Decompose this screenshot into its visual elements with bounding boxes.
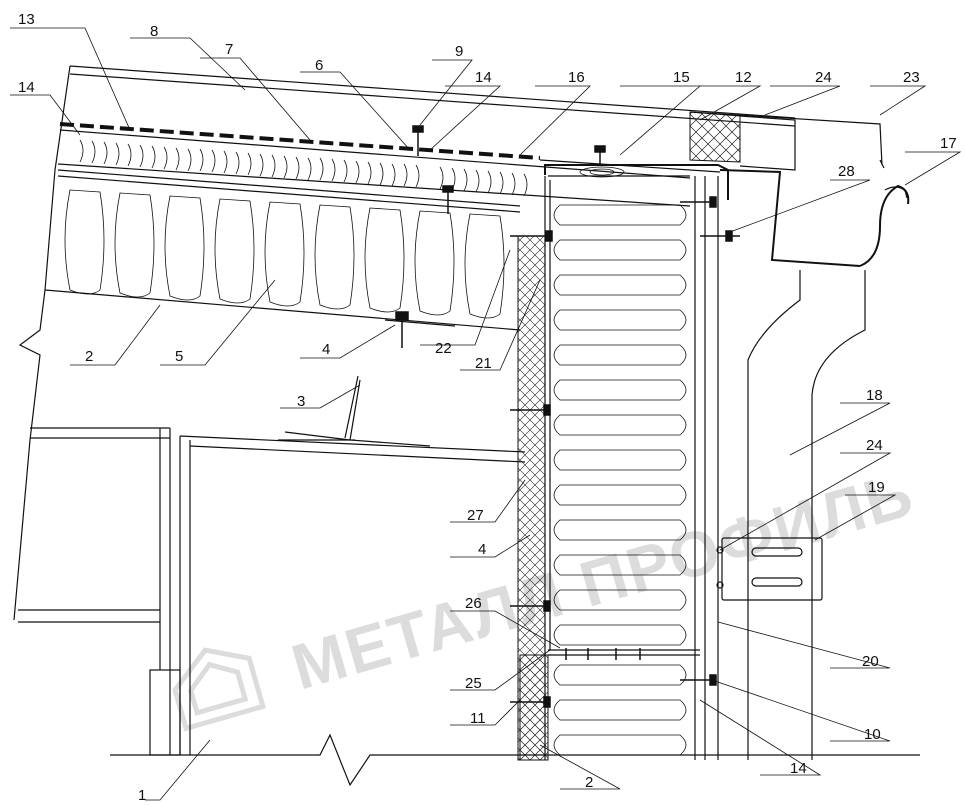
- callout-14-bottom: 14: [790, 760, 807, 777]
- callout-3: 3: [297, 393, 305, 410]
- callout-4-mid: 4: [478, 541, 486, 558]
- steel-frame: [18, 427, 526, 756]
- callout-7: 7: [225, 41, 233, 58]
- callout-8: 8: [150, 23, 158, 40]
- callout-17: 17: [940, 135, 957, 152]
- callout-12: 12: [735, 69, 752, 86]
- callout-5: 5: [175, 348, 183, 365]
- callout-26: 26: [465, 595, 482, 612]
- callout-14-top-left: 14: [18, 79, 35, 96]
- callout-27: 27: [467, 507, 484, 524]
- watermark-text: МЕТАЛЛ ПРОФИЛЬ: [284, 457, 922, 703]
- wall-assembly: [517, 175, 719, 761]
- callout-labels: 13 14 8 7 6 9 14 16 15 12 24 23 17 28 2 …: [18, 11, 957, 804]
- callout-6: 6: [315, 57, 323, 74]
- callout-10: 10: [864, 726, 881, 743]
- callout-4-top: 4: [322, 341, 330, 358]
- callout-24-top: 24: [815, 69, 832, 86]
- eave-gutter: [110, 111, 920, 787]
- roof-assembly: [13, 65, 796, 621]
- callout-25: 25: [465, 675, 482, 692]
- callout-18: 18: [866, 387, 883, 404]
- callout-21: 21: [475, 355, 492, 372]
- callout-23: 23: [903, 69, 920, 86]
- fasteners: [395, 125, 740, 708]
- callout-13: 13: [18, 11, 35, 28]
- callout-2-bottom: 2: [585, 774, 593, 791]
- callout-14-top: 14: [475, 69, 492, 86]
- purlin: [278, 319, 456, 447]
- callout-15: 15: [673, 69, 690, 86]
- callout-24-mid: 24: [866, 437, 883, 454]
- callout-22: 22: [435, 340, 452, 357]
- callout-20: 20: [862, 653, 879, 670]
- callout-19: 19: [868, 479, 885, 496]
- callout-2-left: 2: [85, 348, 93, 365]
- callout-11: 11: [470, 710, 486, 727]
- callout-9: 9: [455, 43, 463, 60]
- callout-16: 16: [568, 69, 585, 86]
- callout-28: 28: [838, 163, 855, 180]
- callout-1: 1: [138, 787, 146, 804]
- leader-lines: [10, 27, 962, 801]
